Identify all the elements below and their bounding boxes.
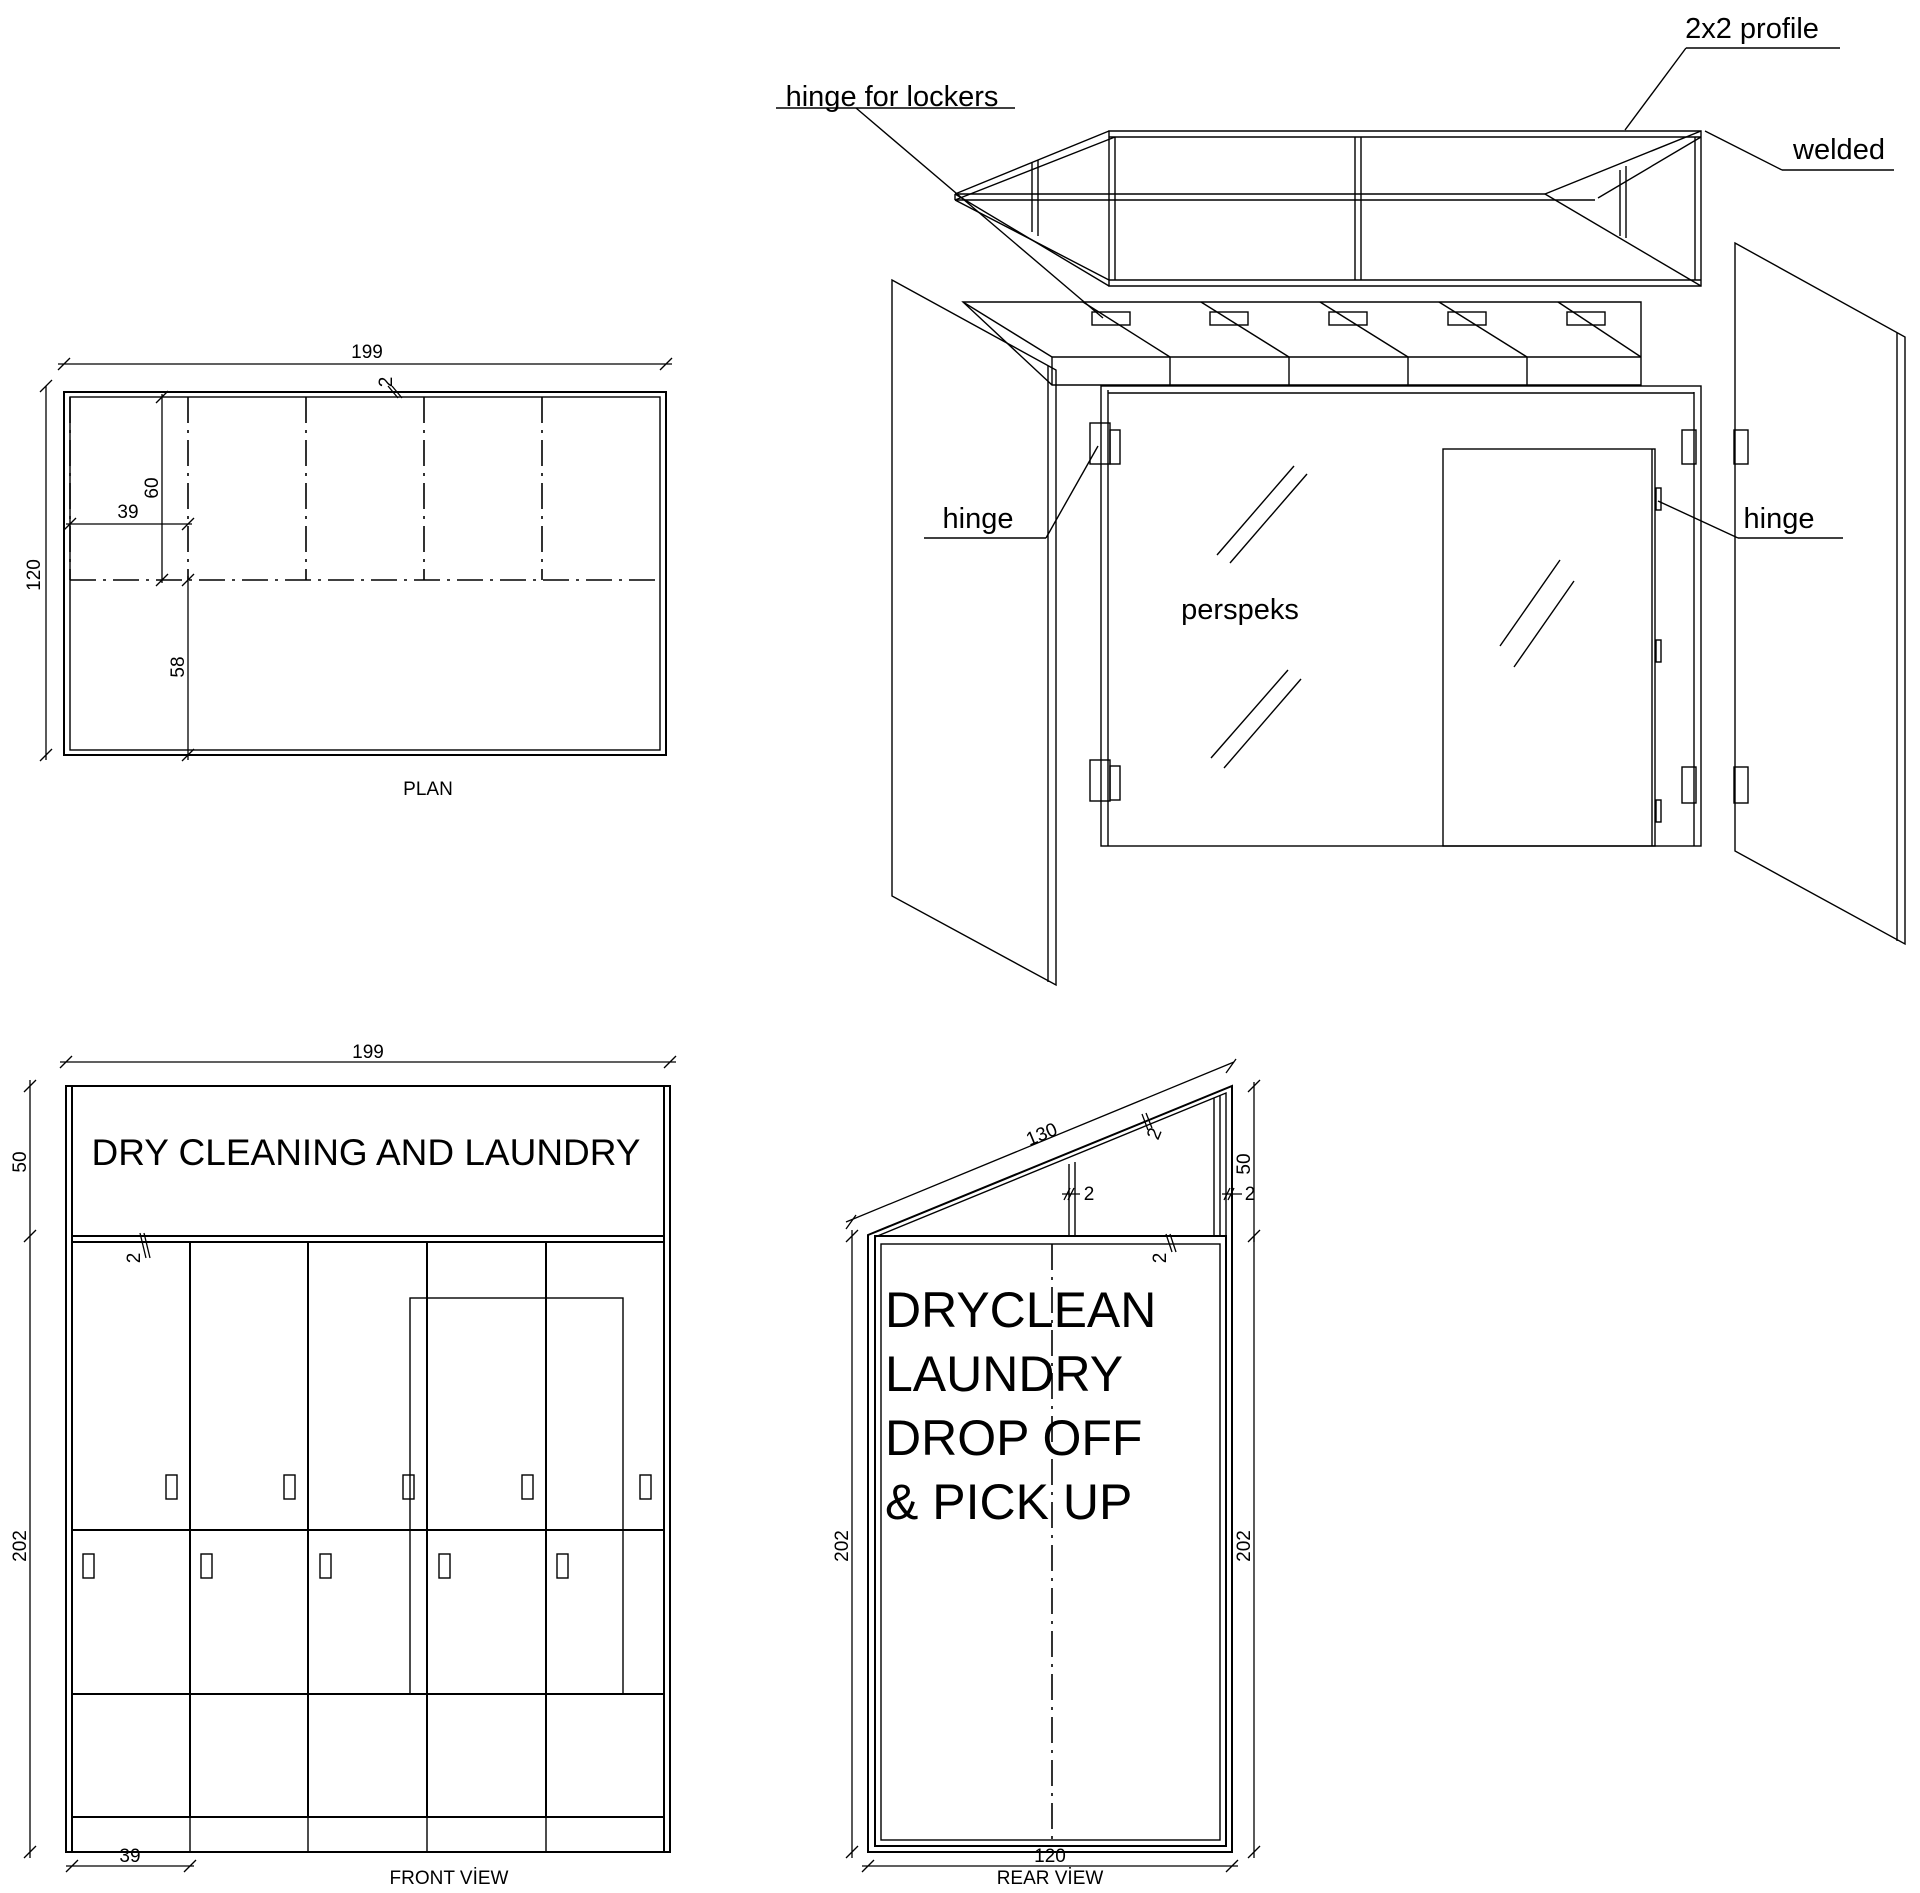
- rear-gap-top-dim: 2: [1143, 1125, 1166, 1143]
- front-sign-text: DRY CLEANING AND LAUNDRY: [91, 1132, 640, 1173]
- front-caption: FRONT VİEW: [390, 1868, 509, 1888]
- rear-sign-line-2: LAUNDRY: [885, 1346, 1123, 1402]
- locker-hinge-label: hinge for lockers: [786, 81, 999, 113]
- plan-outer-frame: [63, 391, 667, 756]
- rear-sign-line-1: DRYCLEAN: [885, 1282, 1156, 1338]
- rear-view: DRYCLEAN LAUNDRY DROP OFF & PICK UP 130 …: [832, 1058, 1261, 1889]
- front-locker-width-dim: 39: [119, 1846, 140, 1867]
- rear-gap-mid-dim: 2: [1084, 1184, 1095, 1205]
- plan-locker-depth-dim: 60: [142, 477, 163, 498]
- rear-sign-line-4: & PICK UP: [885, 1474, 1132, 1530]
- plan-locker-width-dim: 39: [117, 502, 138, 523]
- perspeks-label: perspeks: [1181, 594, 1299, 626]
- front-outer-frame: [65, 1085, 671, 1853]
- rear-gap-inner-dim: 2: [1150, 1253, 1171, 1264]
- hinge-label-left: hinge: [943, 503, 1014, 535]
- plan-inner-frame: [69, 396, 661, 751]
- rear-caption: REAR VİEW: [997, 1868, 1104, 1888]
- front-body-height-dim: 202: [10, 1530, 31, 1562]
- plan-view: 199 2 120 60 39 58 PLAN: [24, 342, 673, 800]
- locker-top-row: [961, 301, 1642, 386]
- plan-rest-depth-dim: 58: [168, 656, 189, 677]
- perspeks-front-panel: [1100, 385, 1702, 847]
- profile-label: 2x2 profile: [1685, 13, 1819, 45]
- front-locker-handles: [82, 1474, 652, 1579]
- front-gap-dim: 2: [124, 1253, 145, 1264]
- locker-hinge-icons: [1091, 311, 1606, 326]
- left-side-panel: [891, 278, 1057, 987]
- rear-sign-line-3: DROP OFF: [885, 1410, 1142, 1466]
- plan-caption: PLAN: [403, 779, 453, 800]
- rear-left-height-dim: 202: [832, 1530, 853, 1562]
- right-side-panel: [1734, 241, 1906, 946]
- top-profile-frame: [954, 130, 1702, 287]
- front-sign-height-dim: 50: [10, 1151, 31, 1172]
- front-view: DRY CLEANING AND LAUNDRY: [10, 1042, 677, 1889]
- rear-sign-height-dim: 50: [1234, 1153, 1255, 1174]
- hinge-label-right: hinge: [1744, 503, 1815, 535]
- plan-gap-dim: 2: [376, 377, 397, 388]
- rear-gap-right-dim: 2: [1245, 1184, 1256, 1205]
- welded-label: welded: [1792, 134, 1885, 166]
- plan-width-dim: 199: [351, 342, 383, 363]
- front-width-dim: 199: [352, 1042, 384, 1063]
- front-door-outline: [409, 1297, 624, 1695]
- rear-width-dim: 120: [1034, 1846, 1066, 1867]
- rear-slope-dim: 130: [1023, 1119, 1060, 1150]
- rear-right-height-dim: 202: [1234, 1530, 1255, 1562]
- axonometric-view: 2x2 profile hinge for lockers welded hin…: [776, 13, 1906, 987]
- plan-height-dim: 120: [24, 559, 45, 591]
- rear-outer-frame: [867, 1084, 1233, 1853]
- hinge-icons: [1089, 422, 1749, 823]
- front-locker-grid: [72, 1242, 664, 1852]
- rear-sign: DRYCLEAN LAUNDRY DROP OFF & PICK UP: [885, 1282, 1156, 1530]
